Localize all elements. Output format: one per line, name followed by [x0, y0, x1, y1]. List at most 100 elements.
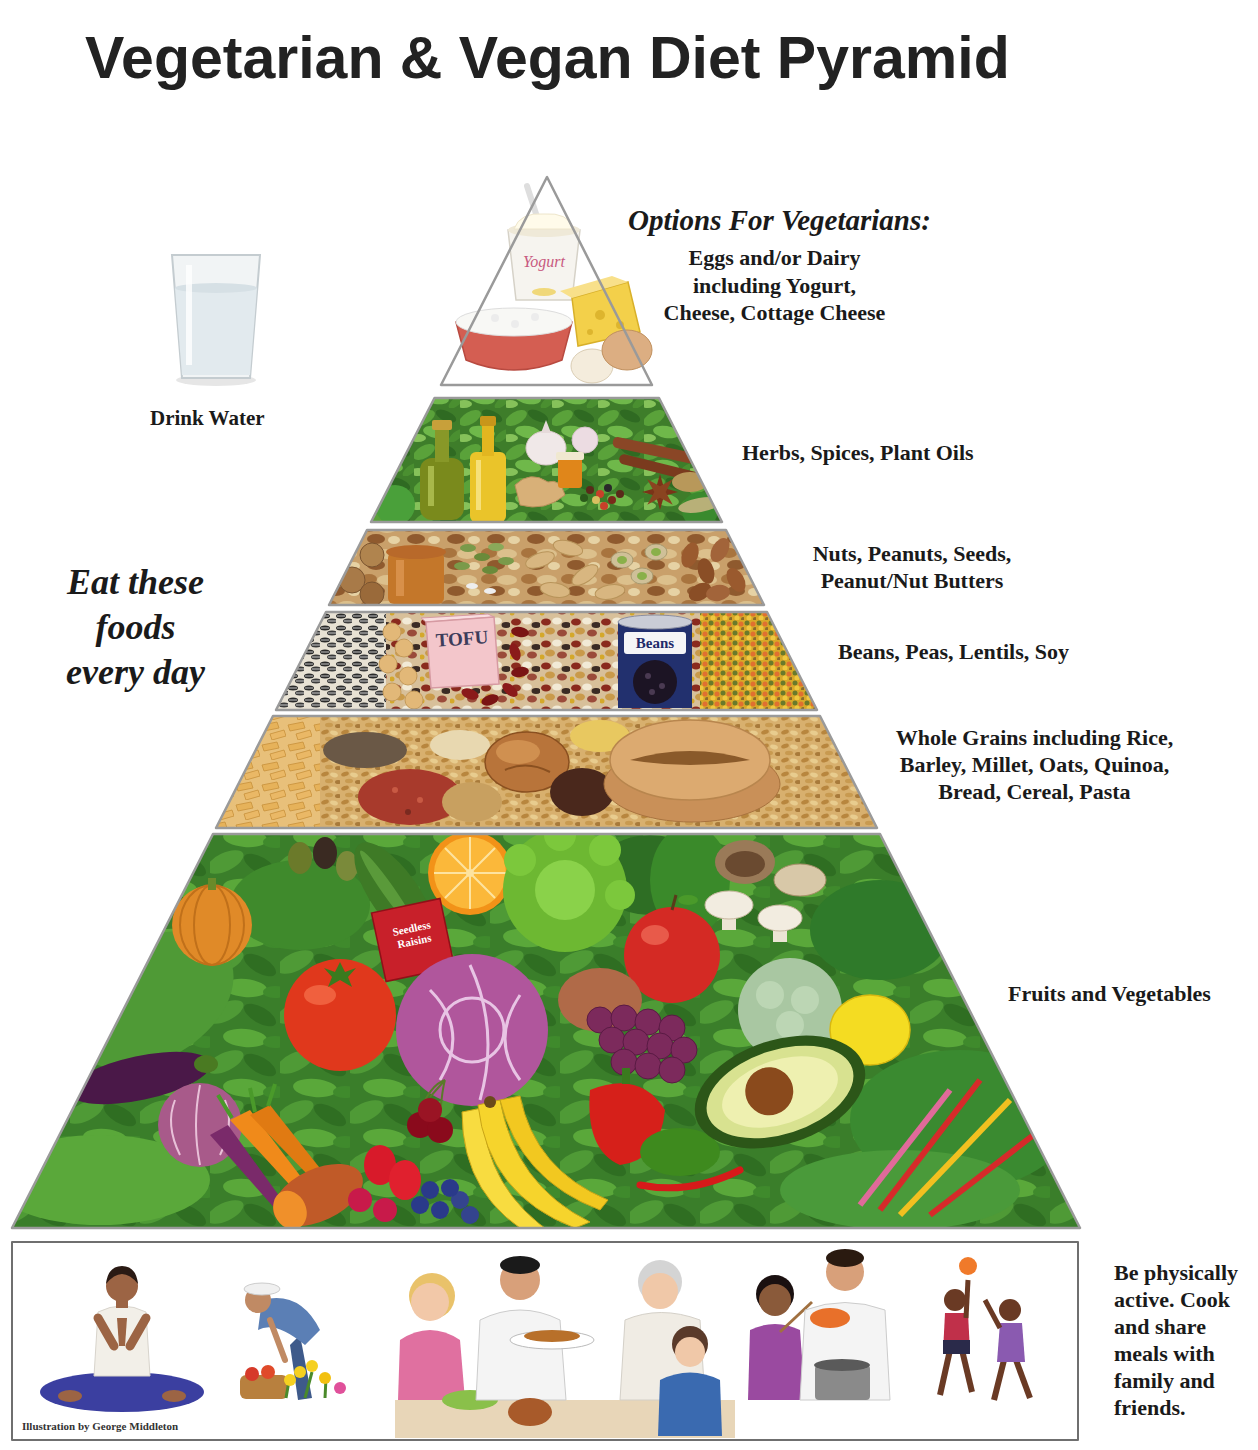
- beans-lentils-soy: [645, 673, 651, 679]
- nuts-seeds: [360, 582, 384, 606]
- nuts-seeds: [524, 548, 557, 571]
- herbs-spices-oils: [572, 427, 598, 453]
- fruits-vegetables: [640, 1170, 740, 1188]
- beans-lentils-soy: [633, 660, 677, 704]
- herbs-spices-oils: [608, 496, 616, 504]
- band-label: Beans, Peas, Lentils, Soy: [838, 638, 1069, 665]
- water-glass: [172, 255, 260, 378]
- herbs-spices-oils: [428, 466, 434, 506]
- family-meal: [398, 1330, 465, 1400]
- band-label: Herbs, Spices, Plant Oils: [742, 439, 974, 466]
- fruits-vegetables: [791, 986, 819, 1014]
- nuts-seeds: [474, 553, 490, 561]
- yoga-figure: [130, 1318, 146, 1346]
- family-meal: [411, 1283, 449, 1321]
- band-outline: [12, 1242, 1258, 1440]
- children-playing: [944, 1289, 966, 1311]
- dairy-eggs: [441, 177, 652, 385]
- fruits-vegetables: [713, 1043, 847, 1141]
- herbs-spices-oils: [616, 490, 624, 498]
- cooking-pair: [748, 1249, 890, 1400]
- nuts-seeds: [645, 544, 667, 560]
- fruits-vegetables: [434, 837, 506, 909]
- fruits-vegetables: [313, 837, 337, 869]
- fruits-vegetables: [0, 819, 1080, 1240]
- fruits-vegetables: [431, 1201, 449, 1219]
- nuts-seeds: [637, 572, 647, 580]
- package-label: Beans: [624, 634, 686, 652]
- nuts-seeds: [460, 544, 476, 552]
- band-label: Fruits and Vegetables: [1008, 980, 1211, 1007]
- fruits-vegetables: [776, 1011, 804, 1039]
- fruits-vegetables: [589, 834, 621, 866]
- herbs-spices-oils: [435, 428, 449, 462]
- dairy-eggs: [511, 320, 519, 328]
- whole-grains: [405, 809, 411, 815]
- beans-lentils-soy: [480, 692, 500, 708]
- gardener-figure: [334, 1382, 346, 1394]
- children-playing: [994, 1360, 1004, 1400]
- nuts-seeds: [454, 562, 470, 570]
- fruits-vegetables: [756, 981, 784, 1009]
- cooking-pair: [748, 1324, 805, 1400]
- credit-text: Illustration by George Middleton: [22, 1420, 178, 1433]
- beans-lentils-soy: [426, 617, 499, 688]
- yoga-figure: [98, 1318, 114, 1346]
- band-label: Eggs and/or Dairy including Yogurt, Chee…: [658, 244, 891, 327]
- gardener-figure: [261, 1365, 275, 1379]
- band-outline: [329, 530, 1258, 605]
- fruits-vegetables: [558, 968, 642, 1032]
- fruits-vegetables: [440, 998, 504, 1062]
- beans-lentils-soy: [395, 639, 413, 657]
- whole-grains: [505, 765, 550, 772]
- fruits-vegetables: [348, 1188, 372, 1212]
- children-playing: [940, 1257, 1030, 1400]
- fruits-vegetables: [484, 1096, 496, 1108]
- whole-grains: [430, 730, 490, 760]
- fruits-vegetables: [930, 1130, 1040, 1215]
- herbs-spices-oils: [470, 452, 506, 522]
- fruits-vegetables: [659, 1057, 685, 1083]
- fruits-vegetables: [641, 925, 669, 945]
- children-playing: [966, 1280, 968, 1318]
- beans-lentils-soy: [500, 680, 520, 699]
- herbs-spices-oils: [482, 424, 494, 456]
- nuts-seeds: [488, 543, 504, 551]
- beans-band: Beans, Peas, Lentils, Soy: [276, 612, 1258, 710]
- gardener-figure: [240, 1283, 346, 1400]
- activity-frame: Be physically active. Cook and share mea…: [12, 1242, 1258, 1440]
- fruits-vegetables: [194, 1055, 218, 1073]
- fruits-vegetables: [739, 1061, 799, 1121]
- family-meal: [642, 1273, 678, 1309]
- band-border: [371, 398, 722, 522]
- fruits-vegetables: [635, 1053, 661, 1079]
- band-border: [441, 177, 652, 385]
- whole-grains: [550, 768, 614, 816]
- dairy-eggs: [587, 329, 593, 335]
- beans-lentils-soy: [618, 615, 692, 629]
- beans-lentils-soy: [399, 667, 417, 685]
- family-meal: [508, 1398, 552, 1426]
- herbs-spices-oils: [635, 467, 686, 518]
- nuts-seeds: [651, 548, 661, 556]
- dairy-eggs: [595, 310, 605, 320]
- package-label: Yogurt: [518, 252, 570, 272]
- fruits-vegetables: [180, 885, 244, 965]
- nuts-seeds: [617, 556, 627, 564]
- fruits-vegetables: [725, 851, 765, 877]
- nuts-seeds: [386, 545, 446, 559]
- fruits-vegetables: [418, 1098, 442, 1122]
- yoga-figure: [106, 1266, 138, 1284]
- whole-grains: [610, 720, 770, 800]
- gardener-figure: [306, 1360, 318, 1372]
- fruits-vegetables: [396, 954, 548, 1106]
- fruits-vegetables: [324, 962, 356, 987]
- children-playing: [943, 1340, 970, 1354]
- band-label: Whole Grains including Rice, Barley, Mil…: [882, 724, 1187, 805]
- yoga-figure: [40, 1372, 204, 1412]
- gardener-figure: [284, 1374, 296, 1386]
- fruits-vegetables: [441, 1179, 459, 1197]
- fruits-vegetables: [284, 959, 396, 1071]
- herbs-spices-oils: [480, 416, 496, 426]
